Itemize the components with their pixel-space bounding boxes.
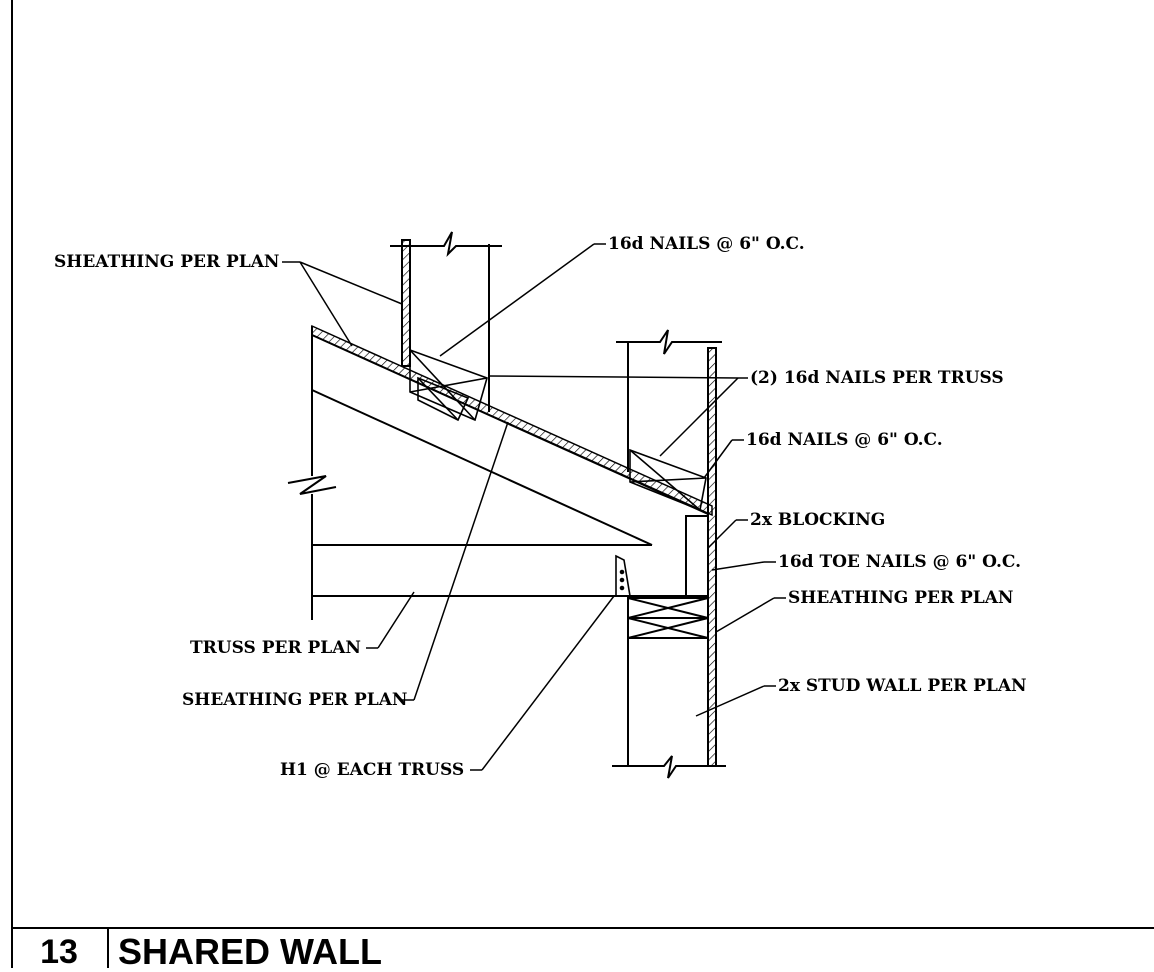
callout-nails-mid: 16d NAILS @ 6" O.C. — [746, 430, 943, 450]
upper-wall-left — [390, 231, 502, 412]
callout-sheathing-bottom: SHEATHING PER PLAN — [182, 690, 408, 710]
detail-title: SHARED WALL — [118, 931, 382, 972]
callout-sheathing-right: SHEATHING PER PLAN — [788, 588, 1014, 608]
top-plates — [627, 597, 709, 639]
callout-toe-nails: 16d TOE NAILS @ 6" O.C. — [778, 552, 1022, 572]
callout-blocking: 2x BLOCKING — [750, 510, 886, 530]
callout-nails-top: 16d NAILS @ 6" O.C. — [608, 234, 805, 254]
right-plates — [629, 448, 707, 512]
upper-wall-right — [616, 329, 722, 472]
sheet-border — [11, 0, 1154, 968]
callout-stud-wall: 2x STUD WALL PER PLAN — [778, 676, 1027, 696]
h1-connector — [615, 554, 631, 597]
callout-nails-per-truss: (2) 16d NAILS PER TRUSS — [750, 368, 1004, 388]
leader-lines — [282, 243, 786, 771]
callout-truss: TRUSS PER PLAN — [190, 638, 361, 658]
left-plates — [409, 348, 488, 422]
blocking — [685, 515, 709, 597]
roof-sheathing — [311, 324, 713, 517]
callout-sheathing-top: SHEATHING PER PLAN — [54, 252, 280, 272]
detail-number: 13 — [40, 933, 78, 971]
truss — [287, 326, 709, 620]
callout-h1: H1 @ EACH TRUSS — [280, 760, 465, 780]
